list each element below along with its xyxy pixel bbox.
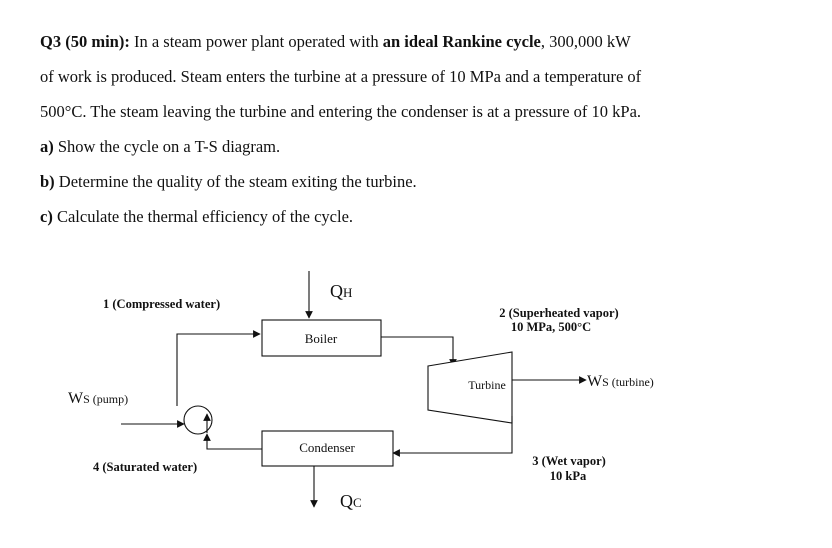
state-1-label: 1 (Compressed water) — [103, 297, 220, 311]
boiler-box — [261, 319, 382, 357]
part-b-text: Determine the quality of the steam exiti… — [58, 172, 417, 191]
state-2-line-1: 2 (Superheated vapor) — [499, 306, 618, 320]
part-b-label: b) — [40, 172, 55, 191]
pump-to-boiler-line — [176, 330, 261, 406]
part-c-text: Calculate the thermal efficiency of the … — [56, 207, 354, 226]
boiler-to-turbine-line — [381, 336, 457, 367]
qh-label: QH — [330, 281, 352, 301]
question-line-3: 500°C. The steam leaving the turbine and… — [40, 102, 642, 121]
part-c-label: c) — [40, 207, 53, 226]
condenser-box — [261, 430, 394, 467]
question-line-1: Q3 (50 min): In a steam power plant oper… — [40, 32, 631, 52]
pump-circle — [183, 405, 213, 435]
question-heading: Q3 (50 min): — [40, 32, 130, 51]
condenser-label: Condenser — [299, 440, 355, 455]
state-4-label: 4 (Saturated water) — [93, 460, 197, 474]
boiler-label: Boiler — [305, 331, 338, 346]
condenser-to-pump-line — [203, 433, 262, 450]
qc-label: QC — [340, 491, 362, 511]
turbine-to-condenser-line — [392, 416, 513, 457]
part-a: a) Show the cycle on a T-S diagram. — [40, 137, 280, 157]
state-3-line-1: 3 (Wet vapor) — [532, 454, 606, 468]
question-line1-post: , 300,000 kW — [540, 32, 631, 51]
part-c: c) Calculate the thermal efficiency of t… — [40, 207, 353, 227]
state-2-line-2: 10 MPa, 500°C — [511, 320, 591, 334]
ws-pump-label: WS (pump) — [68, 390, 128, 407]
question-line1-bold: an ideal Rankine cycle — [382, 32, 541, 51]
question-line1-pre: In a steam power plant operated with — [133, 32, 379, 51]
part-b: b) Determine the quality of the steam ex… — [40, 172, 417, 192]
part-a-text: Show the cycle on a T-S diagram. — [57, 137, 281, 156]
state-3-line-2: 10 kPa — [550, 469, 587, 483]
ws-turbine-label: WS (turbine) — [587, 373, 654, 390]
question-line-2: of work is produced. Steam enters the tu… — [40, 67, 642, 86]
turbine-label: Turbine — [468, 378, 506, 392]
part-a-label: a) — [40, 137, 54, 156]
